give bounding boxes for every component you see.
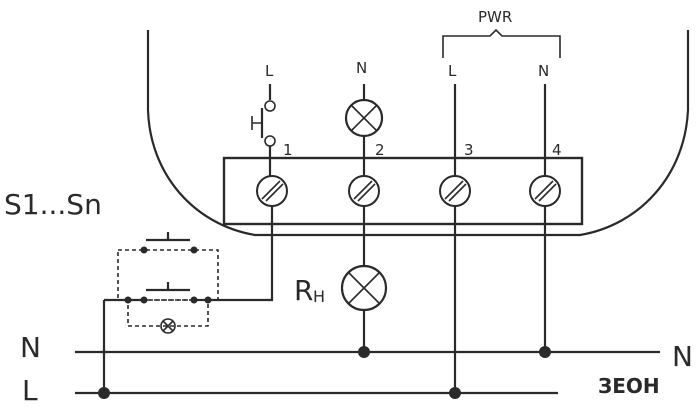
junction-n-rh bbox=[358, 346, 370, 358]
label-n-terminal-4: N bbox=[538, 62, 549, 80]
terminal-2 bbox=[348, 175, 380, 207]
junction-n-terminal-4 bbox=[539, 346, 551, 358]
bus-n-label-right: N bbox=[672, 340, 693, 373]
label-l-terminal-3: L bbox=[448, 62, 457, 80]
device-housing bbox=[146, 30, 690, 237]
terminal-number-4: 4 bbox=[552, 141, 562, 159]
terminal-number-1: 1 bbox=[283, 141, 293, 159]
push-switch-symbol bbox=[251, 84, 276, 176]
terminal-4 bbox=[529, 175, 561, 207]
junction-l-switches bbox=[98, 387, 110, 399]
bus-n-label-left: N bbox=[20, 331, 41, 364]
rh-label: R bbox=[294, 274, 313, 307]
brand-logo: ЗЕОН bbox=[598, 374, 660, 398]
rh-subscript: H bbox=[313, 287, 325, 306]
wire-terminal-1-switches bbox=[210, 206, 274, 302]
pwr-bracket bbox=[442, 28, 561, 58]
label-l-terminal-1: L bbox=[265, 62, 274, 80]
label-n-terminal-2: N bbox=[356, 59, 367, 77]
indicator-lamp-top bbox=[344, 84, 384, 176]
pwr-label: PWR bbox=[478, 8, 512, 26]
rh-load-lamp bbox=[340, 206, 388, 352]
junction-l-terminal-3 bbox=[449, 387, 461, 399]
terminal-3 bbox=[439, 175, 471, 207]
terminal-number-2: 2 bbox=[375, 141, 385, 159]
terminal-block bbox=[222, 156, 584, 226]
bus-l-label-left: L bbox=[22, 374, 38, 407]
switch-group bbox=[104, 232, 219, 334]
terminal-1 bbox=[256, 175, 288, 207]
switches-label: S1...Sn bbox=[4, 188, 102, 221]
terminal-number-3: 3 bbox=[464, 141, 474, 159]
